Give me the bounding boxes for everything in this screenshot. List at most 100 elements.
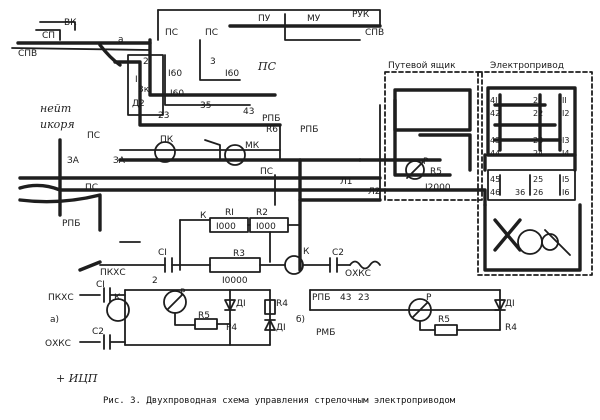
label-n3: 3	[210, 57, 216, 67]
track-box	[358, 71, 487, 207]
label-rpb-left: РПБ	[62, 219, 80, 229]
terminal-12: I2	[562, 109, 569, 118]
terminal-43: 43	[490, 136, 500, 145]
label-c2: C2	[332, 248, 344, 258]
label-35: 35	[200, 101, 211, 111]
label-za2: ЗА	[113, 156, 126, 166]
label-oxks-mid: ОХКС	[345, 269, 371, 279]
label-c1-a: CI	[96, 280, 105, 290]
component-labels: ВК СП СПВ а ПС ПС 2 3 I60 I60 I60 I 3к Д…	[18, 10, 564, 349]
label-za: ЗА	[67, 156, 80, 166]
handwritten-note-3: + ИЦП	[56, 372, 98, 385]
label-160b: I60	[225, 69, 239, 79]
label-12000: I2000	[425, 183, 451, 193]
terminal-15: I5	[562, 175, 569, 184]
terminal-25: 25	[533, 175, 543, 184]
label-n2: 2	[143, 57, 149, 67]
terminal-22: 22	[533, 109, 543, 118]
handwritten-note-4: ПС	[257, 60, 277, 73]
label-r2: R2	[256, 208, 268, 218]
label-r5-mid: R5	[430, 167, 442, 177]
label-r-b: Р	[426, 293, 432, 303]
resistor-network	[78, 217, 381, 275]
label-r3: R3	[233, 249, 245, 259]
terminal-24: 24	[533, 149, 543, 158]
label-oxks-a: ОХКС	[45, 339, 71, 349]
terminal-45: 45	[490, 175, 500, 184]
label-spv-left: СПВ	[18, 49, 37, 59]
label-r-a: Р	[180, 288, 186, 298]
label-r6: R6	[266, 125, 278, 135]
terminal-14: I4	[562, 149, 569, 158]
label-r5-a: R5	[198, 311, 210, 321]
label-pu: ПУ	[258, 14, 271, 24]
label-160a: I60	[168, 69, 182, 79]
label-pkhs-a: ПКХС	[48, 293, 74, 303]
figure-caption: Рис. 3. Двухпроводная схема управления с…	[103, 396, 456, 406]
label-a-fig: а)	[50, 315, 59, 325]
label-r4-a: R4	[276, 299, 288, 309]
label-ps-mid: ПС	[87, 131, 100, 141]
circuit-a	[79, 287, 276, 350]
label-mu: МУ	[307, 14, 321, 24]
label-rpb-b: РПБ	[312, 293, 330, 303]
label-d1-b: ДI	[505, 299, 515, 309]
handwritten-note-1: нейт	[40, 102, 71, 115]
label-n1: I	[135, 75, 138, 85]
label-c2-a: C2	[92, 327, 104, 337]
label-3k: 3к	[138, 85, 150, 95]
label-r2v: I000	[256, 222, 276, 232]
label-k1: К	[200, 211, 207, 221]
label-drive: Электропривод	[490, 61, 564, 71]
terminal-26: 26	[533, 188, 543, 197]
label-23: 23	[158, 111, 169, 121]
circuit-b	[309, 289, 506, 336]
label-ps-left: ПС	[85, 183, 98, 193]
terminal-21: 2I	[533, 96, 540, 105]
label-a: а	[118, 35, 124, 45]
label-track-box: Путевой ящик	[388, 61, 456, 71]
terminal-44: 44	[490, 149, 500, 158]
label-r4-b: R4	[505, 323, 517, 333]
label-pkhs-mid: ПКХС	[100, 268, 126, 278]
label-23-b: 23	[358, 293, 369, 303]
label-r-mid: Р	[423, 157, 429, 167]
top-left-wiring	[11, 9, 382, 127]
terminal-numbers: 4I 42 43 44 45 46 2I 22 23 24 25 26 36 I…	[490, 96, 569, 197]
label-vk: ВК	[64, 18, 77, 28]
label-160c: I60	[170, 89, 184, 99]
electric-drive	[477, 71, 593, 276]
label-n2-mid: 2	[152, 276, 158, 286]
label-c1: CI	[158, 248, 167, 258]
pk-relay	[154, 139, 246, 166]
terminal-41: 4I	[490, 96, 497, 105]
label-ps-top2: ПС	[205, 28, 218, 38]
label-d2: Д2	[132, 99, 145, 109]
label-43-b: 43	[340, 293, 351, 303]
terminal-11: II	[562, 96, 567, 105]
label-b-fig: б)	[296, 315, 305, 325]
main-buses	[18, 104, 382, 272]
label-k-a: К	[114, 293, 121, 303]
handwritten-notes: нейт икоря + ИЦП ПС	[40, 60, 277, 385]
label-rpb-top: РПБ	[262, 114, 280, 124]
label-sp: СП	[42, 31, 55, 41]
label-r1v: I000	[216, 222, 236, 232]
label-k2: К	[303, 247, 310, 257]
label-d1-a2: ДI	[276, 323, 286, 333]
label-l2: Л2	[368, 187, 381, 197]
label-43: 43	[243, 107, 254, 117]
label-d1-a: ДI	[236, 299, 246, 309]
label-rmb-b: РМБ	[316, 328, 335, 338]
terminal-46: 46	[490, 188, 500, 197]
label-spv-right: СПВ	[365, 28, 384, 38]
terminal-23: 23	[533, 136, 543, 145]
terminal-13: I3	[562, 136, 569, 145]
terminal-36: 36	[515, 188, 525, 197]
label-pk: ПК	[160, 135, 174, 145]
label-ps-mid2: ПС	[260, 167, 273, 177]
terminal-42: 42	[490, 109, 500, 118]
label-r1: RI	[225, 208, 234, 218]
label-r5-b: R5	[438, 315, 450, 325]
